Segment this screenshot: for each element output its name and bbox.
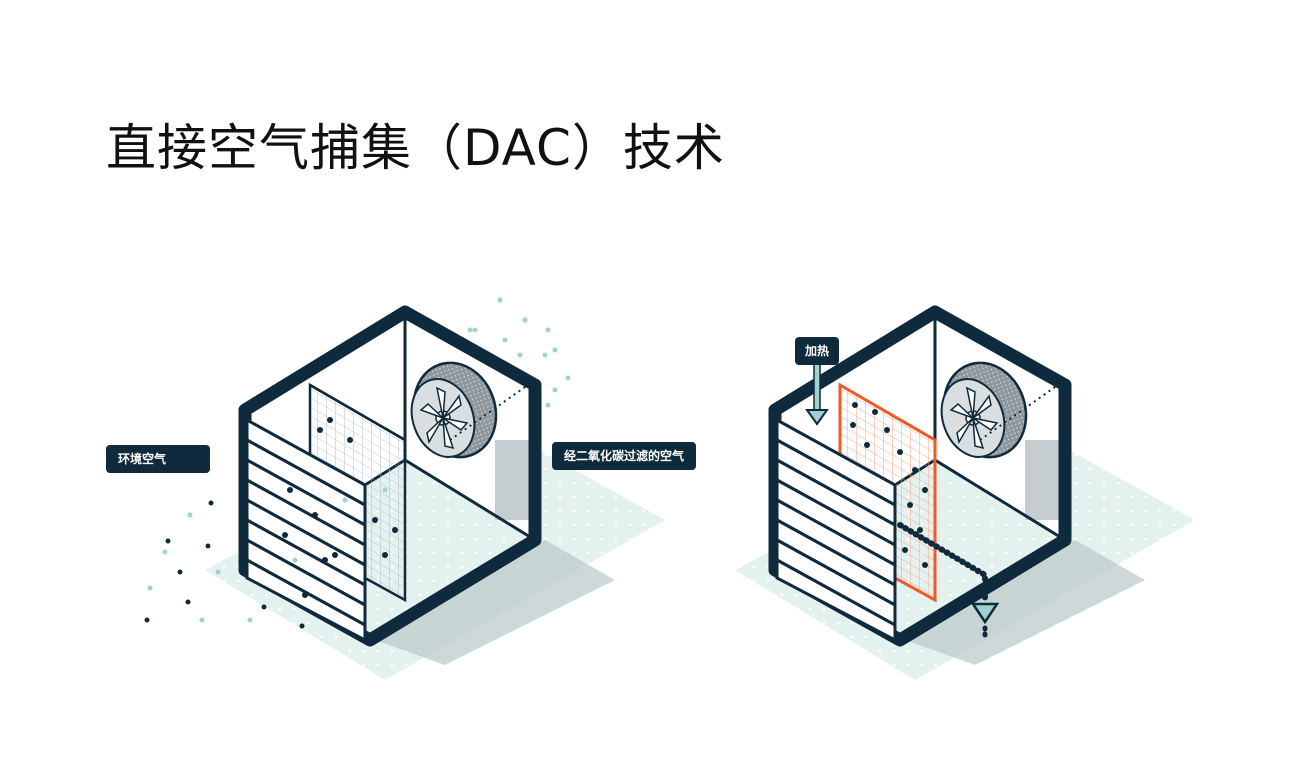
ambient-air-label: 环境空气: [106, 445, 210, 473]
filtered-air-label: 经二氧化碳过滤的空气: [552, 442, 697, 470]
page-title: 直接空气捕集（DAC）技术: [106, 119, 725, 177]
heat-label: 加热: [795, 337, 840, 365]
co2-particles: [282, 417, 398, 598]
desorption-unit: [735, 312, 1195, 680]
captured-co2-particles: [850, 402, 928, 568]
ambient-particles: [144, 297, 571, 629]
arrow-down-icon: [970, 602, 1000, 625]
co2-outflow: [897, 522, 988, 603]
adsorption-unit: [205, 297, 665, 681]
